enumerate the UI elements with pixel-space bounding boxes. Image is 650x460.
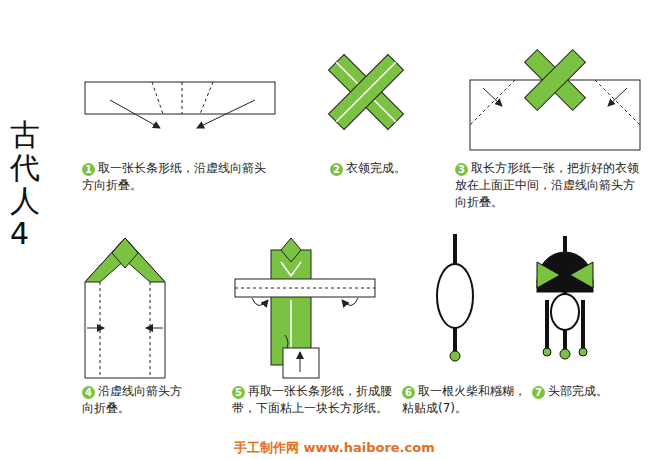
callout-number: 1 xyxy=(82,163,95,176)
fold-line xyxy=(152,82,213,114)
fold-arrow xyxy=(342,298,358,306)
collar xyxy=(336,62,395,121)
step-caption: 再取一张长条形纸，折成腰带，下面粘上一块长方形纸。 xyxy=(232,383,394,417)
collar xyxy=(329,55,404,130)
fold-arrow xyxy=(483,88,627,106)
step-caption: 取长方形纸一张，把折好的衣领放在上面正中间，沿虚线向箭头方向折叠。 xyxy=(455,160,640,211)
callout-number: 3 xyxy=(455,163,468,176)
fold-line xyxy=(595,80,640,125)
fold-arrow xyxy=(300,352,301,372)
fold-line xyxy=(152,82,163,114)
fold-line xyxy=(100,282,101,378)
skirt-paper xyxy=(283,348,319,378)
paper-strip xyxy=(85,82,275,114)
collar xyxy=(336,62,395,121)
callout-number: 2 xyxy=(330,163,343,176)
robe-body xyxy=(281,238,301,262)
head-paper xyxy=(437,264,473,328)
fold-line xyxy=(470,80,515,125)
matchstick xyxy=(450,351,460,361)
collar xyxy=(329,55,404,130)
watermark: 手工制作网 www.haibore.com xyxy=(232,439,437,457)
finished-head xyxy=(570,262,593,288)
skirt-paper xyxy=(283,348,319,378)
step-caption: 头部完成。 xyxy=(532,383,632,400)
step-caption: 取一张长条形纸，沿虚线向箭头方向折叠。 xyxy=(82,160,277,194)
collar xyxy=(525,50,586,111)
callout-number: 5 xyxy=(232,386,245,399)
finished-head xyxy=(560,349,570,359)
fold-line xyxy=(150,282,151,378)
finished-head xyxy=(537,262,560,288)
collar xyxy=(525,50,586,111)
finished-head xyxy=(545,300,549,350)
paper-strip xyxy=(85,82,275,114)
fold-arrow xyxy=(146,328,163,329)
fold-arrow xyxy=(87,328,104,329)
fold-arrow xyxy=(197,100,255,128)
collar xyxy=(525,50,586,111)
robe-body xyxy=(271,238,311,365)
collar xyxy=(329,55,404,130)
fold-arrow xyxy=(110,100,160,128)
robe-body xyxy=(85,238,165,378)
fold-arrow xyxy=(110,100,255,128)
robe-body xyxy=(281,262,301,276)
step-caption: 取一根火柴和糨糊，粘贴成(7)。 xyxy=(402,383,526,417)
finished-head xyxy=(551,294,579,330)
fold-line xyxy=(200,82,213,114)
collar xyxy=(525,50,586,111)
fold-arrow xyxy=(483,88,502,106)
callout-number: 6 xyxy=(402,386,415,399)
robe-body xyxy=(112,238,138,268)
fold-arrow xyxy=(300,352,301,372)
page-title: 古代人 4 xyxy=(10,118,40,250)
collar xyxy=(329,55,404,130)
callout-number: 7 xyxy=(532,386,545,399)
fold-arrow xyxy=(608,88,627,106)
finished-head xyxy=(543,348,551,356)
fold-arrow xyxy=(252,298,268,306)
belt-strip xyxy=(235,288,375,289)
collar xyxy=(329,55,404,130)
finished-head xyxy=(537,236,593,359)
belt-strip xyxy=(235,279,375,297)
robe-body xyxy=(85,238,165,378)
callout-number: 4 xyxy=(82,386,95,399)
step-caption: 衣领完成。 xyxy=(330,160,440,177)
fold-line xyxy=(182,82,183,114)
fold-arrow xyxy=(87,328,163,329)
step-caption: 沿虚线向箭头方向折叠。 xyxy=(82,383,182,417)
finished-head xyxy=(579,348,587,356)
collar xyxy=(525,50,586,111)
belt-strip xyxy=(235,279,375,297)
head-paper xyxy=(437,264,473,328)
fold-arrow xyxy=(252,298,358,306)
fold-line xyxy=(100,282,150,378)
finished-head xyxy=(581,300,585,350)
